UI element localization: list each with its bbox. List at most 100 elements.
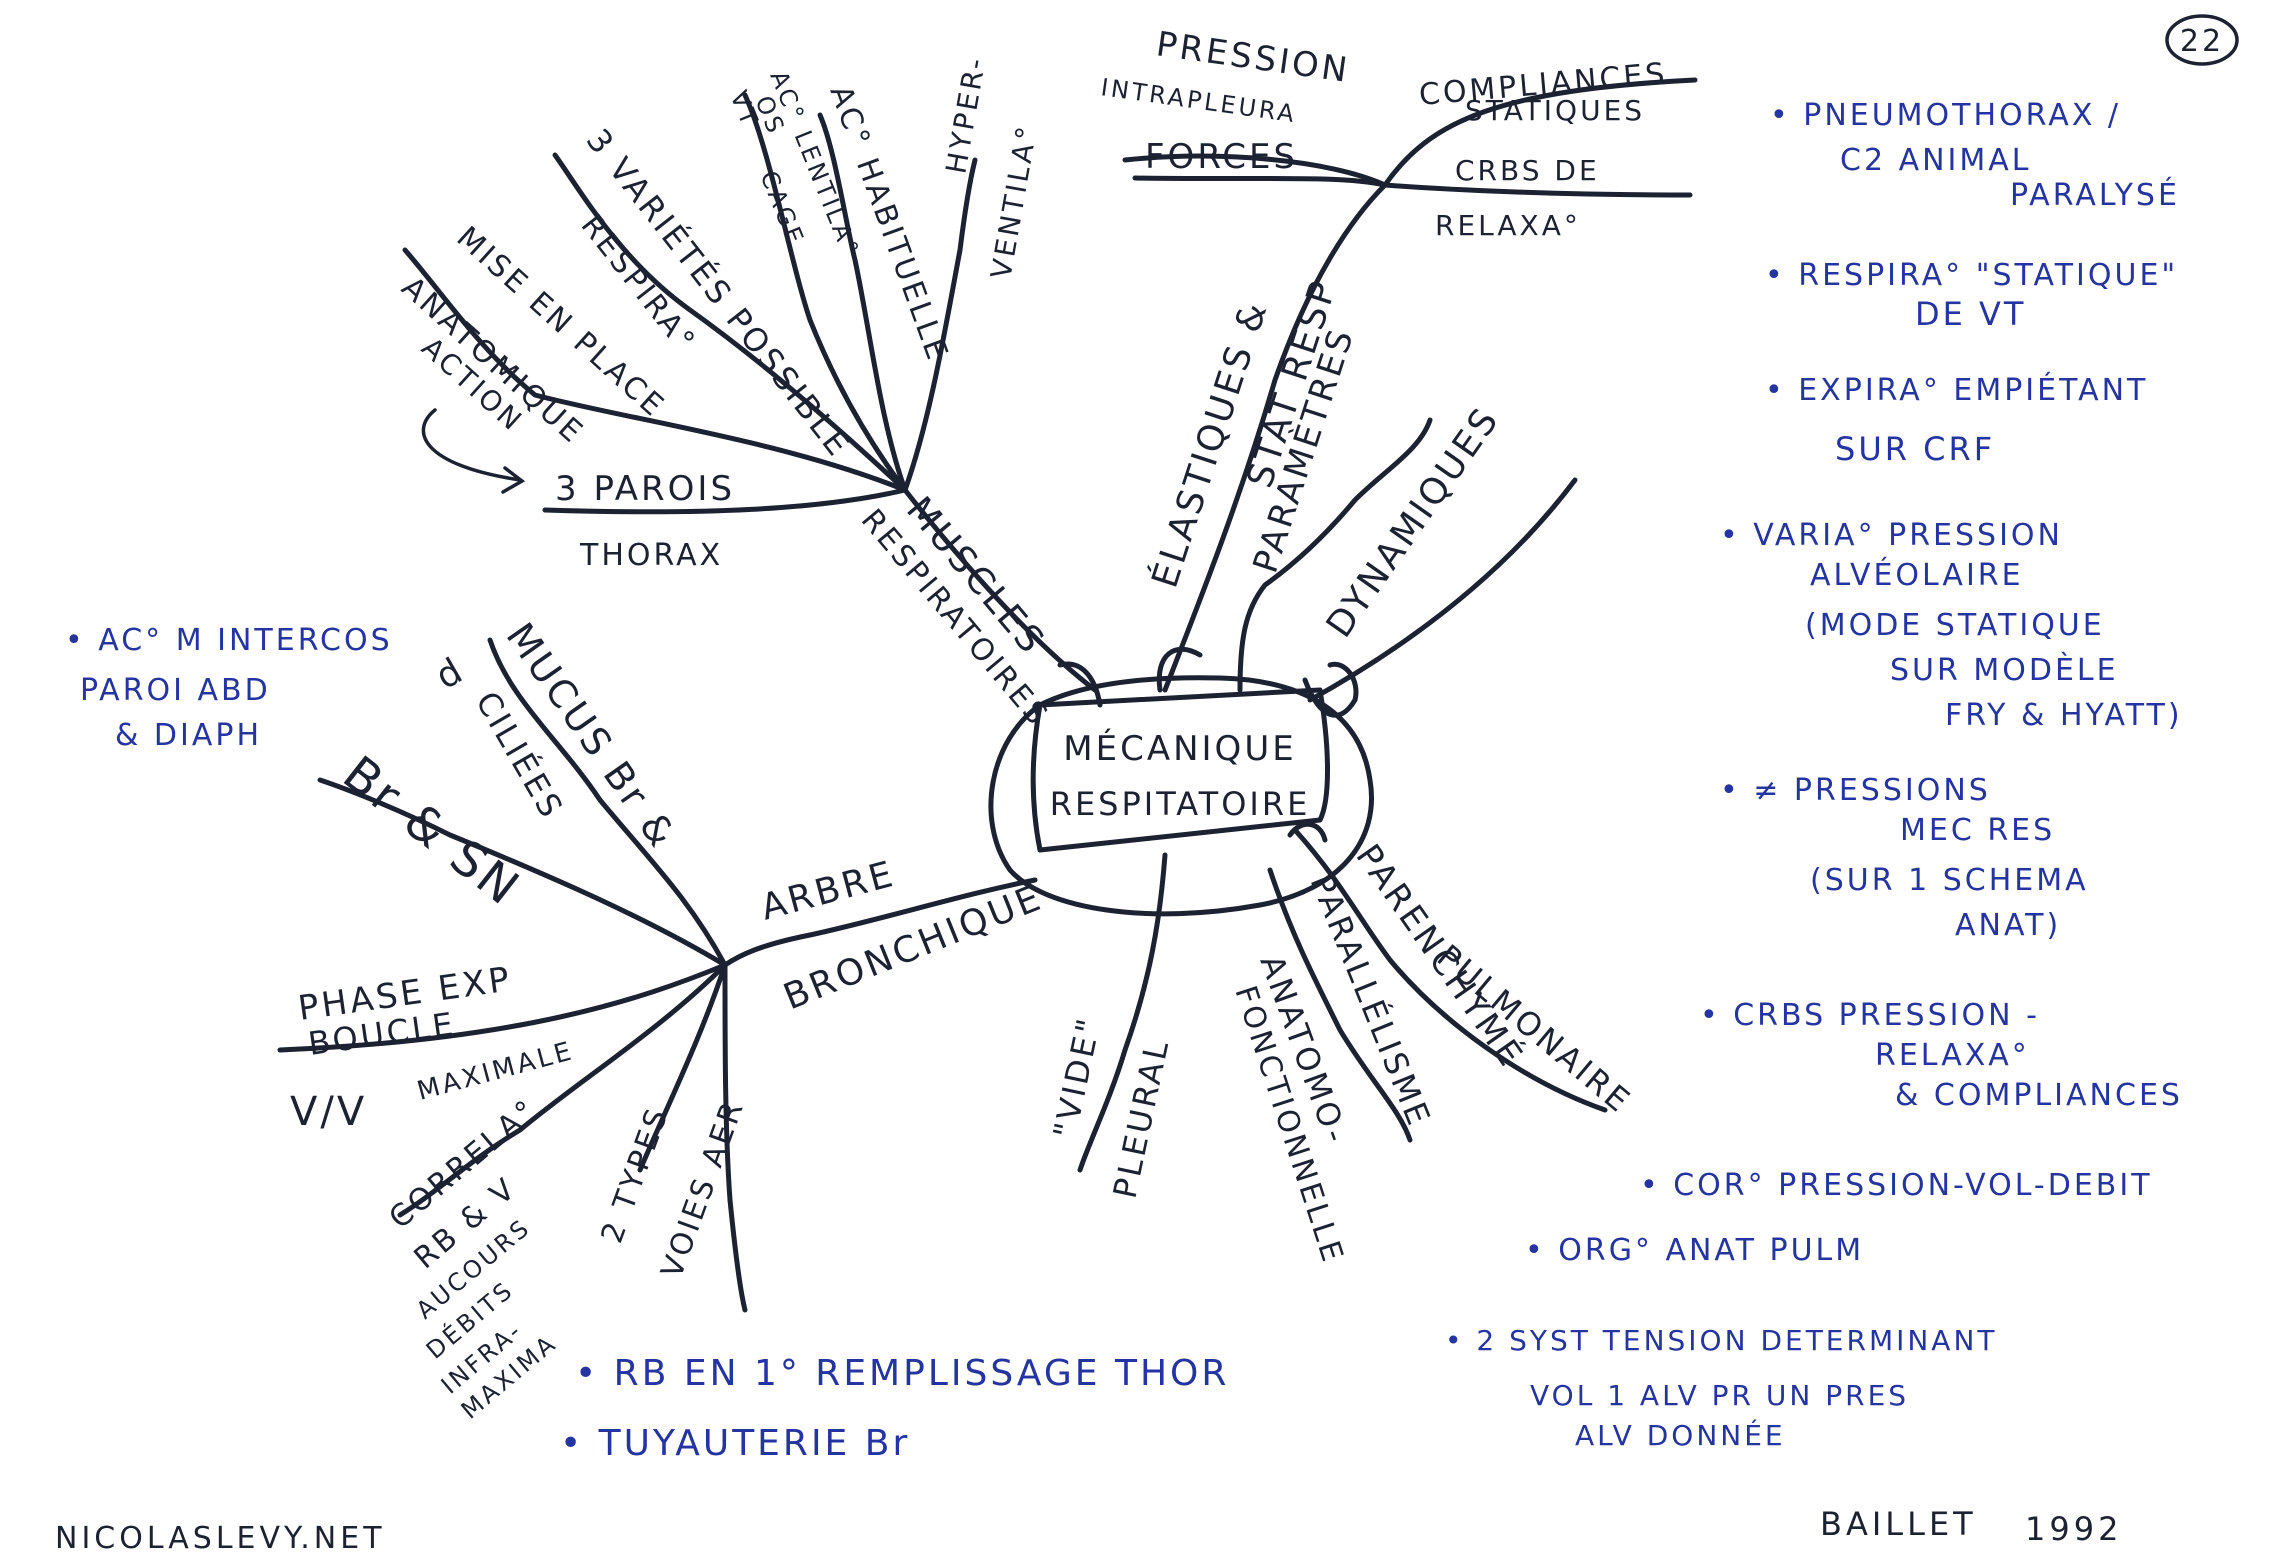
note-right-9-line-2: VOL 1 ALV PR UN PRES <box>1530 1379 1909 1412</box>
dynamiques-hook <box>1302 661 1359 718</box>
note-right-4-line-1: • VARIA° PRESSION <box>1720 518 2063 553</box>
note-left-line-2: PAROI ABD <box>80 673 271 708</box>
note-right-1: • PNEUMOTHORAX / C2 ANIMAL PARALYSÉ <box>1770 98 2180 213</box>
footer: NICOLASLEVY.NET BAILLET 1992 <box>55 1505 2122 1556</box>
maximale-label: MAXIMALE <box>414 1036 577 1107</box>
note-right-3-line-1: • EXPIRA° EMPIÉTANT <box>1765 372 2148 408</box>
parametres-line <box>1237 417 1433 693</box>
crbs-label-1: CRBS DE <box>1455 154 1600 187</box>
footer-site: NICOLASLEVY.NET <box>55 1521 386 1556</box>
habituelle-line <box>817 112 908 493</box>
pression-label-2: INTRAPLEURA <box>1099 73 1298 128</box>
note-right-2-line-2: DE VT <box>1915 295 2026 333</box>
pression-line <box>1122 153 1388 188</box>
note-right-4-line-5: FRY & HYATT) <box>1945 698 2183 733</box>
branch-arbre: ARBRE BRONCHIQUE MUCUS Br & CILIÉES d Br… <box>277 615 1049 1425</box>
d-label: d <box>429 649 472 697</box>
footer-year: 1992 <box>2025 1510 2122 1548</box>
notes-right: • PNEUMOTHORAX / C2 ANIMAL PARALYSÉ • RE… <box>1445 98 2183 1452</box>
brsn-label: Br & SN <box>333 745 531 917</box>
branch-vide: "VIDE" PLEURAL <box>1046 852 1177 1202</box>
note-right-5-line-1: • ≠ PRESSIONS <box>1720 773 1991 808</box>
page-number-circle <box>2165 14 2239 66</box>
parois-label-2: THORAX <box>579 538 723 573</box>
note-right-4: • VARIA° PRESSION ALVÉOLAIRE (MODE STATI… <box>1720 518 2183 733</box>
forces-line <box>1132 175 1388 188</box>
page-number-badge: 22 <box>2165 14 2239 66</box>
muscles-main-line <box>902 487 1098 693</box>
parenchyme-hook <box>1287 821 1328 843</box>
forces-label: FORCES <box>1145 137 1298 177</box>
page-number: 22 <box>2180 24 2224 59</box>
vide-label-2: PLEURAL <box>1106 1035 1177 1202</box>
dynamiques-line <box>1307 477 1578 703</box>
types-line <box>722 962 748 1313</box>
elastiques-main-line <box>1162 182 1388 693</box>
note-right-8: • ORG° ANAT PULM <box>1525 1233 1864 1268</box>
note-right-5-line-3: (SUR 1 SCHEMA <box>1810 863 2089 898</box>
pression-label-1: PRESSION <box>1154 24 1353 91</box>
note-right-6-line-1: • CRBS PRESSION - <box>1700 998 2040 1033</box>
note-right-9: • 2 SYST TENSION DETERMINANT VOL 1 ALV P… <box>1445 1324 1998 1452</box>
compliances-label-2: STATIQUES <box>1465 94 1645 127</box>
note-left-line-1: • AC° M INTERCOS <box>65 623 393 658</box>
center-outer-loop <box>988 675 1374 917</box>
crbs-label-2: RELAXA° <box>1435 209 1581 242</box>
note-right-2: • RESPIRA° "STATIQUE" DE VT <box>1765 258 2178 333</box>
vv-label: V/V <box>290 1089 367 1135</box>
center-title-line2: RESPITATOIRE <box>1050 785 1311 823</box>
footer-author: BAILLET <box>1820 1505 1977 1543</box>
branch-dynamiques: DYNAMIQUES <box>1302 399 1578 718</box>
note-right-2-line-1: • RESPIRA° "STATIQUE" <box>1765 258 2178 293</box>
dynamiques-label: DYNAMIQUES <box>1319 399 1508 645</box>
crbs-line <box>1382 182 1693 198</box>
center-node: MÉCANIQUE RESPITATOIRE <box>988 675 1374 917</box>
note-right-9-line-1: • 2 SYST TENSION DETERMINANT <box>1445 1324 1998 1357</box>
hyperventila-label-2: VENTILA° <box>984 121 1044 281</box>
note-bottom: • RB EN 1° REMPLISSAGE THOR • TUYAUTERIE… <box>560 1353 1229 1464</box>
note-right-1-line-2: C2 ANIMAL <box>1840 143 2032 178</box>
note-right-4-line-3: (MODE STATIQUE <box>1805 608 2105 643</box>
note-bottom-line-1: • RB EN 1° REMPLISSAGE THOR <box>575 1353 1229 1394</box>
aco-label-3: CAGE <box>754 167 809 250</box>
note-right-5: • ≠ PRESSIONS MEC RES (SUR 1 SCHEMA ANAT… <box>1720 773 2089 943</box>
parenchyme-line <box>1292 827 1608 1113</box>
note-right-7: • COR° PRESSION-VOL-DEBIT <box>1640 1168 2150 1203</box>
note-right-5-line-4: ANAT) <box>1955 908 2061 943</box>
parois-label-1: 3 PAROIS <box>555 469 735 509</box>
mucus-line <box>487 637 728 968</box>
note-right-4-line-2: ALVÉOLAIRE <box>1810 557 2024 593</box>
branch-muscles: MUSCLES RESPIRATOIRES 3 PAROIS THORAX MI… <box>395 53 1103 734</box>
parois-line <box>542 487 908 515</box>
note-left: • AC° M INTERCOS PAROI ABD & DIAPH <box>65 623 393 753</box>
hyperventila-line <box>902 157 978 493</box>
note-right-1-line-3: PARALYSÉ <box>2010 177 2180 213</box>
elastiques-hook <box>1156 646 1203 693</box>
branch-elastiques: ÉLASTIQUES & STAT RESP PRESSION INTRAPLE… <box>1099 24 1698 693</box>
brsn-line <box>317 777 728 968</box>
center-inner-box <box>1030 687 1330 853</box>
vide-line <box>1077 852 1168 1173</box>
note-left-line-3: & DIAPH <box>115 718 262 753</box>
note-right-4-line-4: SUR MODÈLE <box>1890 652 2119 688</box>
note-right-5-line-2: MEC RES <box>1900 813 2055 848</box>
correla-line <box>397 962 728 1218</box>
note-right-8-line-1: • ORG° ANAT PULM <box>1525 1233 1864 1268</box>
mise-en-place-line <box>402 247 908 493</box>
note-right-6: • CRBS PRESSION - RELAXA° & COMPLIANCES <box>1700 998 2183 1113</box>
note-right-3-line-2: SUR CRF <box>1835 430 1995 468</box>
note-right-6-line-2: RELAXA° <box>1875 1038 2030 1073</box>
parallelisme-line <box>1267 867 1413 1143</box>
note-right-9-line-3: ALV DONNÉE <box>1575 1418 1786 1452</box>
note-right-1-line-1: • PNEUMOTHORAX / <box>1770 98 2121 133</box>
phase-line <box>277 962 728 1053</box>
compliances-line <box>1382 77 1698 188</box>
hyperventila-label-1: HYPER- <box>939 53 992 176</box>
types-label-1: 2 TYPES <box>595 1102 677 1248</box>
action-arrow <box>421 408 522 482</box>
action-arrow-head <box>501 466 526 494</box>
muscles-hook <box>1057 661 1103 708</box>
note-right-6-line-3: & COMPLIANCES <box>1895 1078 2183 1113</box>
center-title-line1: MÉCANIQUE <box>1063 728 1296 769</box>
